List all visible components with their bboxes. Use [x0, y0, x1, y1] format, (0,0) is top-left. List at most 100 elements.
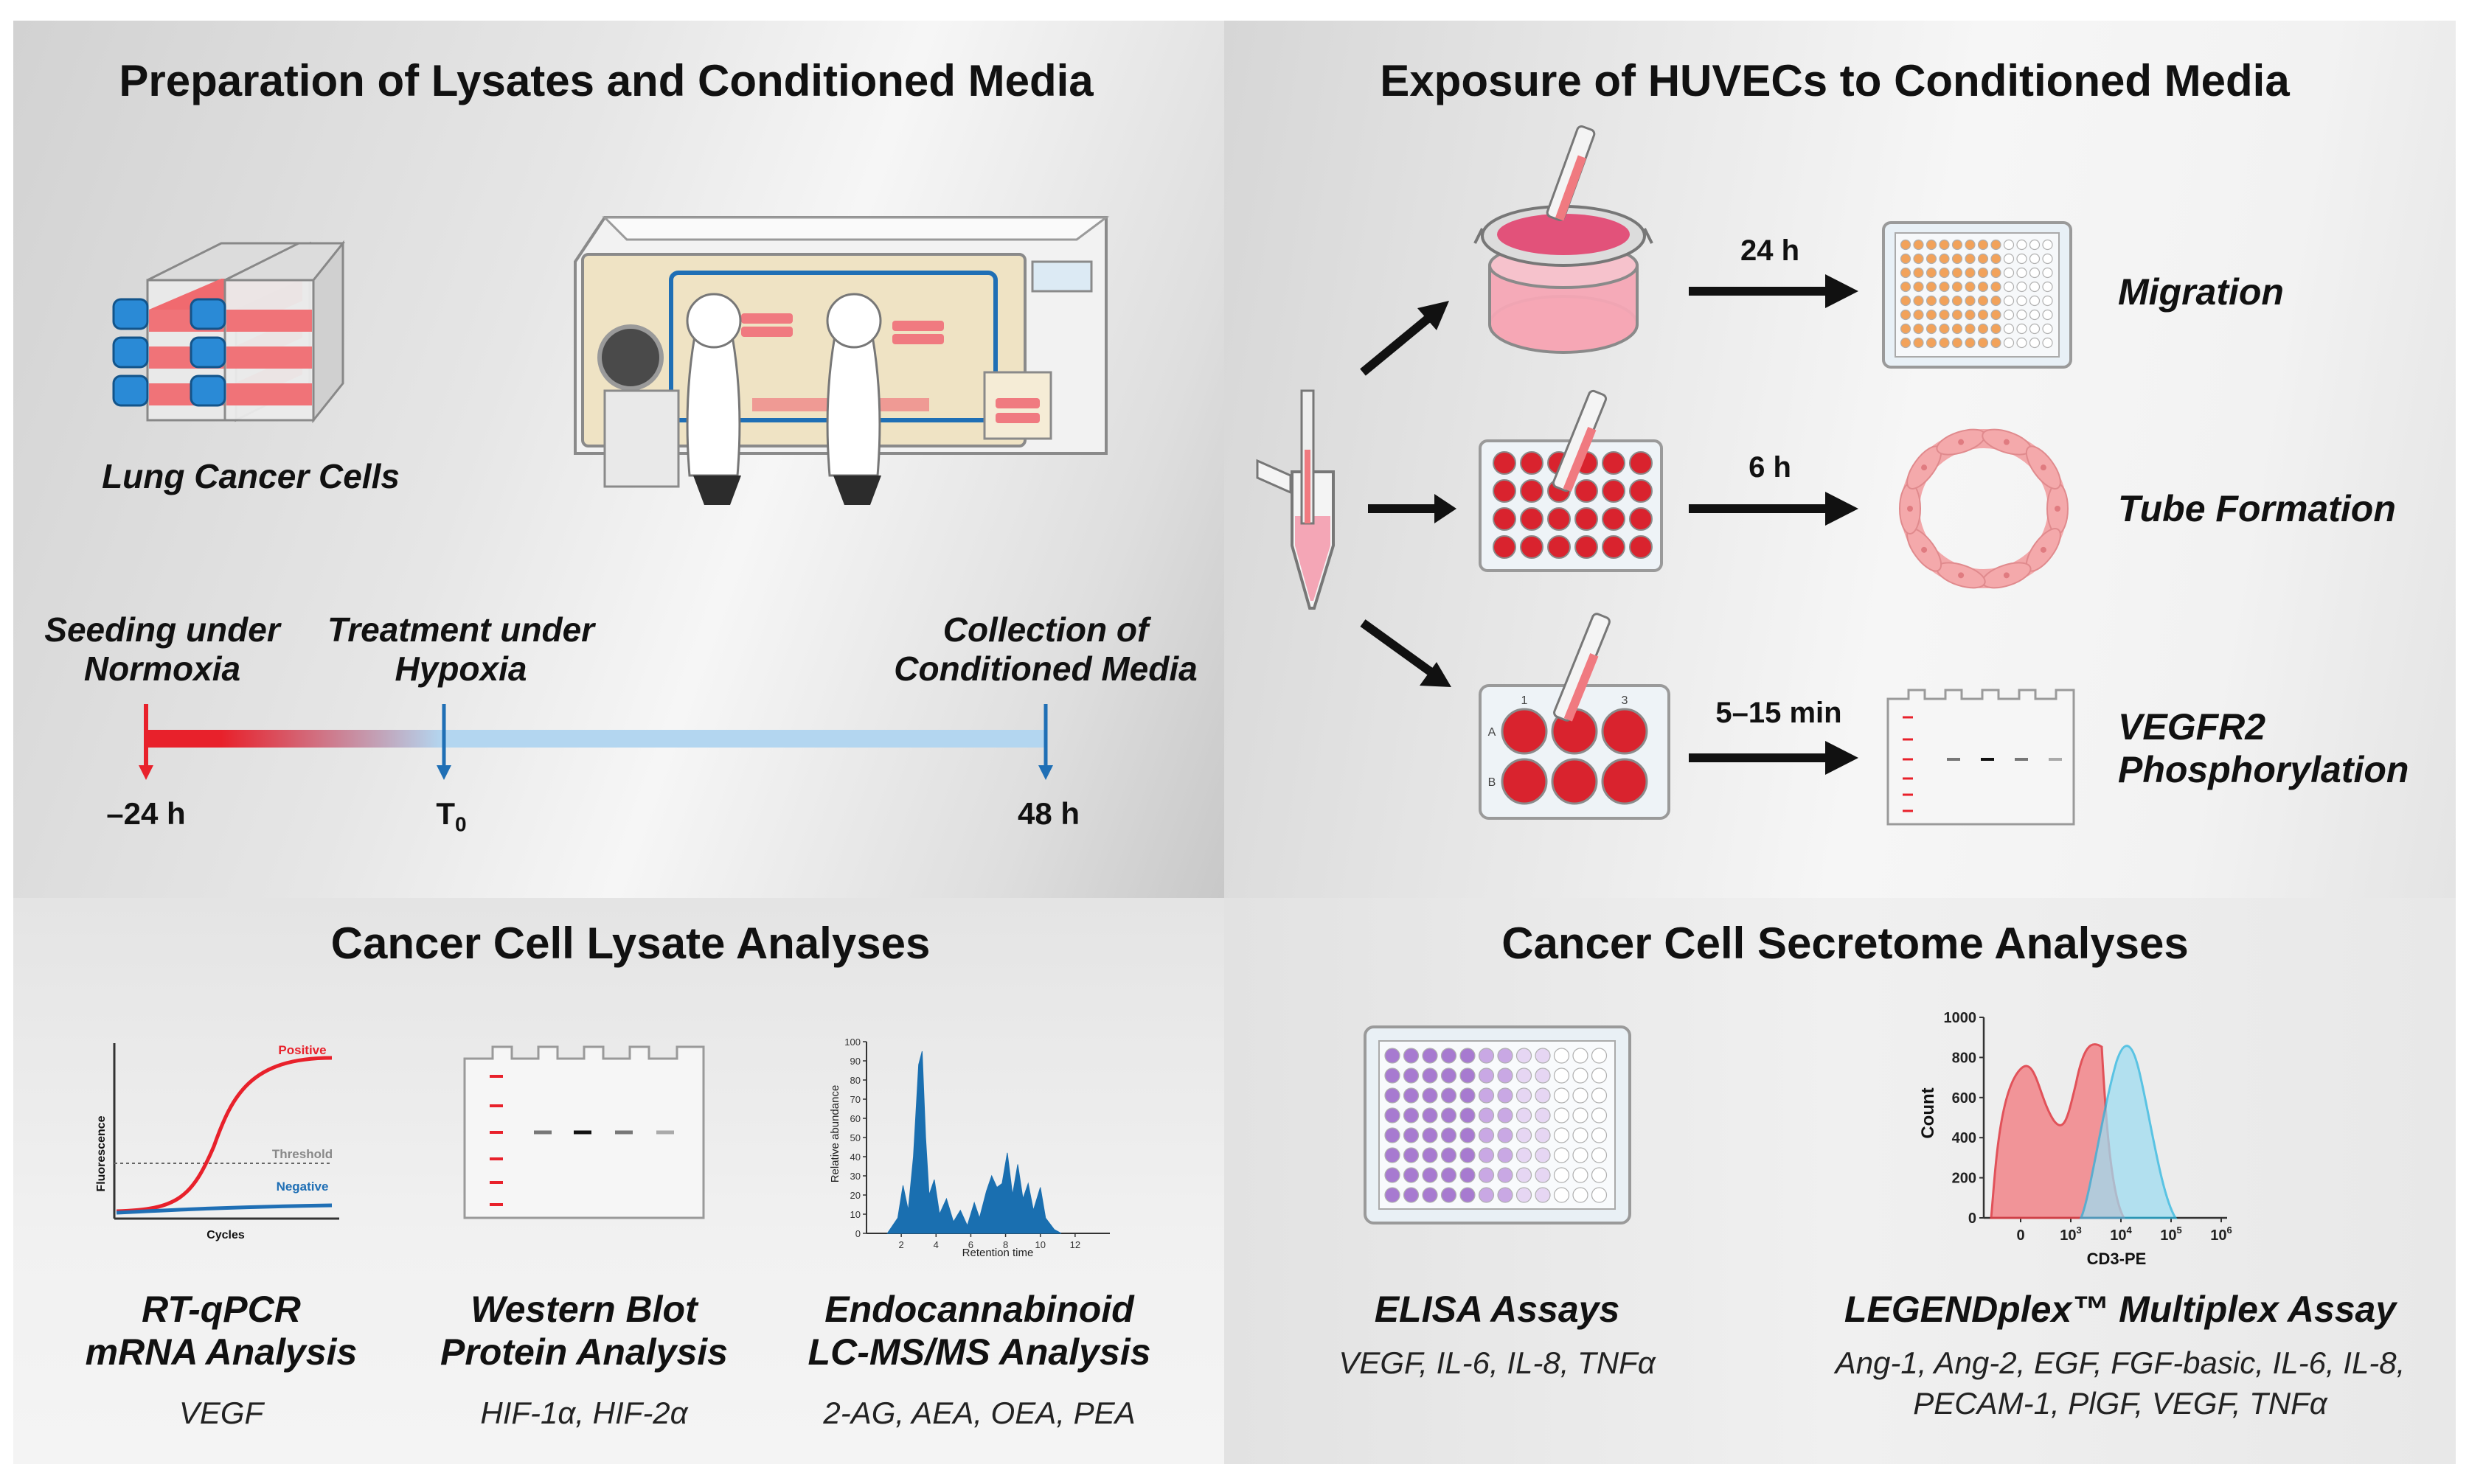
plate-well — [1440, 1127, 1457, 1143]
plate-well — [1403, 1067, 1420, 1084]
flow-xtick: 104 — [2110, 1225, 2132, 1244]
plate-well — [1459, 1067, 1476, 1084]
plate-well — [2003, 295, 2015, 307]
cell-culture-flasks-icon — [112, 240, 346, 424]
plate-well — [2016, 323, 2027, 335]
plate-well — [1478, 1127, 1495, 1143]
chrom-xtick: 6 — [968, 1239, 973, 1250]
plate-well — [1951, 309, 1963, 321]
plate-well — [2029, 309, 2041, 321]
chrom-ytick: 80 — [850, 1075, 861, 1086]
chrom-ytick: 40 — [850, 1152, 861, 1163]
targets-elisa: VEGF, IL-6, IL-8, TNFα — [1338, 1345, 1656, 1380]
plate-well — [1977, 281, 1989, 293]
plate-well — [1939, 267, 1950, 279]
cell-nucleus — [2003, 572, 2010, 579]
plate-well — [1422, 1147, 1438, 1163]
plate-well — [1977, 267, 1989, 279]
plate-well — [1384, 1167, 1400, 1183]
plate-well — [1990, 267, 2001, 279]
plate-well — [1602, 479, 1625, 503]
plate-well — [1553, 1048, 1570, 1064]
chrom-ytick: 20 — [850, 1190, 861, 1201]
time-24h: 24 h — [1740, 234, 1800, 267]
flow-xtick: 0 — [2016, 1227, 2024, 1244]
collection-label: Collection of Conditioned Media — [894, 610, 1198, 688]
method-lcmsms: Endocannabinoid LC-MS/MS Analysis — [808, 1289, 1151, 1373]
plate-well — [1515, 1147, 1532, 1163]
plate-well — [2003, 281, 2015, 293]
plate-well — [1440, 1067, 1457, 1084]
plate-well — [1497, 1147, 1513, 1163]
flow-xlabel: CD3-PE — [2087, 1250, 2147, 1268]
plate-well — [1900, 239, 1911, 251]
chrom-ytick: 30 — [850, 1171, 861, 1182]
plate-well — [1913, 323, 1924, 335]
qpcr-positive-label: Positive — [278, 1043, 326, 1057]
plate-well — [1951, 281, 1963, 293]
western-blot-icon — [463, 1045, 705, 1219]
chrom-ylabel: Relative abundance — [829, 1085, 841, 1183]
plate-well — [1553, 1187, 1570, 1203]
plate-well — [1440, 1147, 1457, 1163]
plate-well — [1572, 1167, 1588, 1183]
panel-title-lysate: Cancer Cell Lysate Analyses — [330, 919, 931, 968]
elisa-plate-icon — [1364, 1025, 1631, 1225]
plate6-row-a: A — [1488, 726, 1496, 739]
plate-well — [1951, 267, 1963, 279]
plate-well — [1520, 451, 1543, 475]
flow-xtick: 106 — [2210, 1225, 2232, 1244]
method-rtqpcr: RT-qPCR mRNA Analysis — [85, 1289, 358, 1373]
plate-well — [1591, 1187, 1608, 1203]
targets-legendplex: Ang-1, Ang-2, EGF, FGF-basic, IL-6, IL-8… — [1835, 1345, 2406, 1421]
plate-well — [1459, 1147, 1476, 1163]
plate-well — [1535, 1087, 1551, 1104]
plate-well — [1925, 337, 1937, 349]
flow-histogram-cyan — [2079, 1045, 2178, 1219]
cell-nucleus — [1921, 464, 1928, 471]
chrom-ytick: 0 — [855, 1228, 861, 1239]
method-elisa: ELISA Assays — [1374, 1289, 1620, 1330]
cell-nucleus — [1921, 546, 1928, 553]
plate-well — [1913, 253, 1924, 265]
timeline-bar-red — [147, 730, 442, 748]
plate-well — [1572, 1127, 1588, 1143]
plate-well — [2016, 309, 2027, 321]
plate-well — [2016, 337, 2027, 349]
plate-well — [1900, 267, 1911, 279]
plate-well — [1403, 1087, 1420, 1104]
plate-well — [1497, 1107, 1513, 1124]
plate-well — [1422, 1087, 1438, 1104]
plate-well — [1493, 451, 1516, 475]
plate-well — [1440, 1187, 1457, 1203]
plate-well — [1501, 708, 1548, 755]
plate-well — [1440, 1167, 1457, 1183]
plate-well — [1965, 253, 1976, 265]
chrom-ytick: 50 — [850, 1132, 861, 1143]
plate-well — [1951, 295, 1963, 307]
plate-well — [1900, 253, 1911, 265]
plate-well — [1965, 281, 1976, 293]
plate6-row-b: B — [1488, 776, 1496, 789]
vegfr2-label: VEGFR2 Phosphorylation — [2118, 706, 2409, 790]
plate-well — [1535, 1127, 1551, 1143]
migration-label: Migration — [2118, 271, 2284, 313]
time-5-15min: 5–15 min — [1715, 697, 1842, 729]
plate-well — [1478, 1147, 1495, 1163]
qpcr-negative-label: Negative — [277, 1180, 329, 1194]
plate-well — [1900, 337, 1911, 349]
plate-well — [1602, 451, 1625, 475]
transwell-insert-icon — [1473, 125, 1653, 354]
targets-western-blot: HIF-1α, HIF-2α — [480, 1396, 688, 1430]
plate-well — [1478, 1107, 1495, 1124]
plate-well — [1493, 535, 1516, 559]
plate-well — [1913, 281, 1924, 293]
time-48h: 48 h — [1017, 796, 1080, 831]
panel-title-exposure: Exposure of HUVECs to Conditioned Media — [1380, 56, 2290, 105]
plate-well — [1403, 1167, 1420, 1183]
plate-well — [1422, 1127, 1438, 1143]
plate-well — [1535, 1107, 1551, 1124]
qpcr-xlabel: Cycles — [206, 1229, 245, 1241]
